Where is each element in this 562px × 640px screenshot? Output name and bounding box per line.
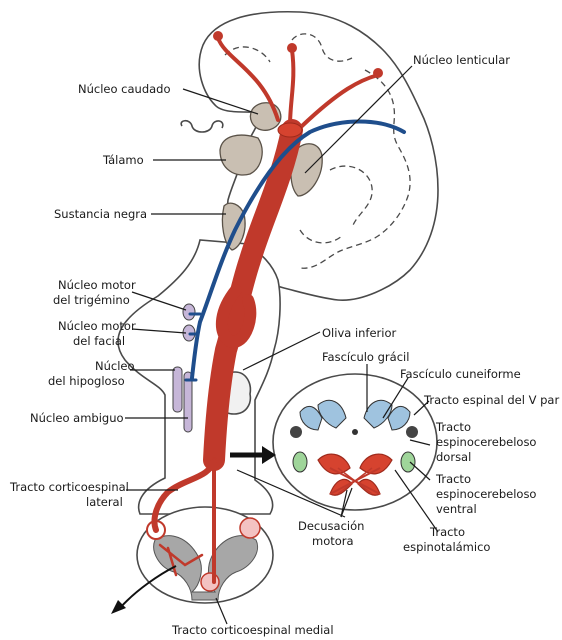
label-decusacion-1: Decusación xyxy=(298,519,364,533)
label-oliva-inferior: Oliva inferior xyxy=(322,326,397,340)
label-espinocerebeloso-ventral-3: ventral xyxy=(436,502,477,516)
label-nucleo-motor-trigemino-1: Núcleo motor xyxy=(58,278,136,292)
label-nucleo-caudado: Núcleo caudado xyxy=(78,82,171,96)
label-tracto-corticoespinal-lateral-1: Tracto corticoespinal xyxy=(9,480,129,494)
label-tracto-espinal-v-par: Tracto espinal del V par xyxy=(423,393,559,407)
label-sustancia-negra: Sustancia negra xyxy=(54,207,147,221)
label-nucleo-hipogloso-1: Núcleo xyxy=(95,359,135,373)
label-nucleo-lenticular: Núcleo lenticular xyxy=(413,53,510,67)
medulla-cross-section xyxy=(273,374,437,510)
label-espinocerebeloso-ventral-1: Tracto xyxy=(435,472,471,486)
label-nucleo-motor-trigemino-2: del trigémino xyxy=(53,293,130,307)
label-fasciculo-gracil: Fascículo grácil xyxy=(322,350,409,364)
label-espinotalamico-1: Tracto xyxy=(429,525,465,539)
label-nucleo-motor-facial-2: del facial xyxy=(73,334,125,348)
label-espinotalamico-2: espinotalámico xyxy=(403,540,490,554)
label-espinocerebeloso-dorsal-2: espinocerebeloso xyxy=(436,435,536,449)
label-espinocerebeloso-dorsal-1: Tracto xyxy=(435,420,471,434)
label-nucleo-motor-facial-1: Núcleo motor xyxy=(58,319,136,333)
label-fasciculo-cuneiforme: Fascículo cuneiforme xyxy=(400,367,521,381)
label-talamo: Tálamo xyxy=(102,153,144,167)
hypoglossal-nucleus xyxy=(173,367,182,412)
label-tracto-corticoespinal-medial: Tracto corticoespinal medial xyxy=(171,623,334,637)
label-decusacion-2: motora xyxy=(312,534,354,548)
label-nucleo-ambiguo: Núcleo ambiguo xyxy=(30,411,124,425)
label-espinocerebeloso-ventral-2: espinocerebeloso xyxy=(436,487,536,501)
trigeminal-motor-nucleus xyxy=(183,304,195,320)
label-tracto-corticoespinal-lateral-2: lateral xyxy=(86,495,123,509)
label-espinocerebeloso-dorsal-3: dorsal xyxy=(436,450,471,464)
label-nucleo-hipogloso-2: del hipogloso xyxy=(48,374,125,388)
thalamus xyxy=(220,135,262,175)
